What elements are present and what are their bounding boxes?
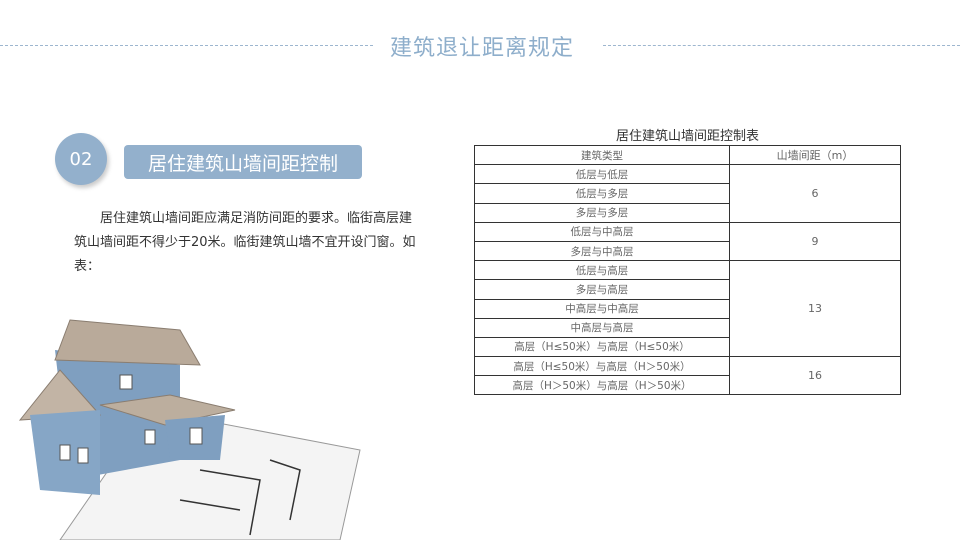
table-row: 多层与高层 [474, 279, 901, 300]
table-row: 中高层与中高层 [474, 298, 901, 319]
table-row: 中高层与高层 [474, 317, 901, 338]
type-cell: 低层与高层 [474, 260, 730, 281]
type-cell: 中高层与高层 [474, 317, 730, 338]
section-number-badge: 02 [55, 133, 107, 185]
value-cell: 9 [729, 221, 901, 262]
value-cell: 6 [729, 164, 901, 223]
type-cell: 高层（H＞50米）与高层（H＞50米） [474, 375, 730, 396]
table-row: 高层（H≤50米）与高层（H≤50米） [474, 336, 901, 358]
type-cell: 多层与高层 [474, 279, 730, 300]
table-title: 居住建筑山墙间距控制表 [615, 129, 759, 144]
type-cell: 多层与中高层 [474, 240, 730, 262]
header-rule-left [0, 45, 373, 46]
type-cell: 低层与中高层 [474, 221, 730, 242]
value-cell: 13 [729, 260, 901, 358]
type-cell: 中高层与中高层 [474, 298, 730, 319]
header-cell: 建筑类型 [474, 144, 730, 166]
table-row: 高层（H＞50米）与高层（H＞50米） [474, 375, 901, 396]
table-header-row: 建筑类型山墙间距（m） [474, 144, 901, 166]
table-row: 多层与中高层 [474, 240, 901, 262]
section-paragraph: 居住建筑山墙间距应满足消防间距的要求。临街高层建筑山墙间距不得少于20米。临街建… [74, 211, 416, 274]
header-rule-right [603, 45, 960, 46]
type-cell: 低层与多层 [474, 183, 730, 204]
section-title: 居住建筑山墙间距控制 [124, 145, 362, 179]
table-row: 高层（H≤50米）与高层（H＞50米）16 [474, 356, 901, 396]
type-cell: 高层（H≤50米）与高层（H≤50米） [474, 336, 730, 358]
page-title: 建筑退让距离规定 [390, 36, 575, 61]
value-cell: 16 [729, 356, 901, 396]
type-cell: 低层与低层 [474, 164, 730, 185]
house-illustration [18, 319, 361, 540]
type-cell: 高层（H≤50米）与高层（H＞50米） [474, 356, 730, 377]
type-cell: 多层与多层 [474, 202, 730, 223]
header-cell: 山墙间距（m） [729, 144, 901, 166]
